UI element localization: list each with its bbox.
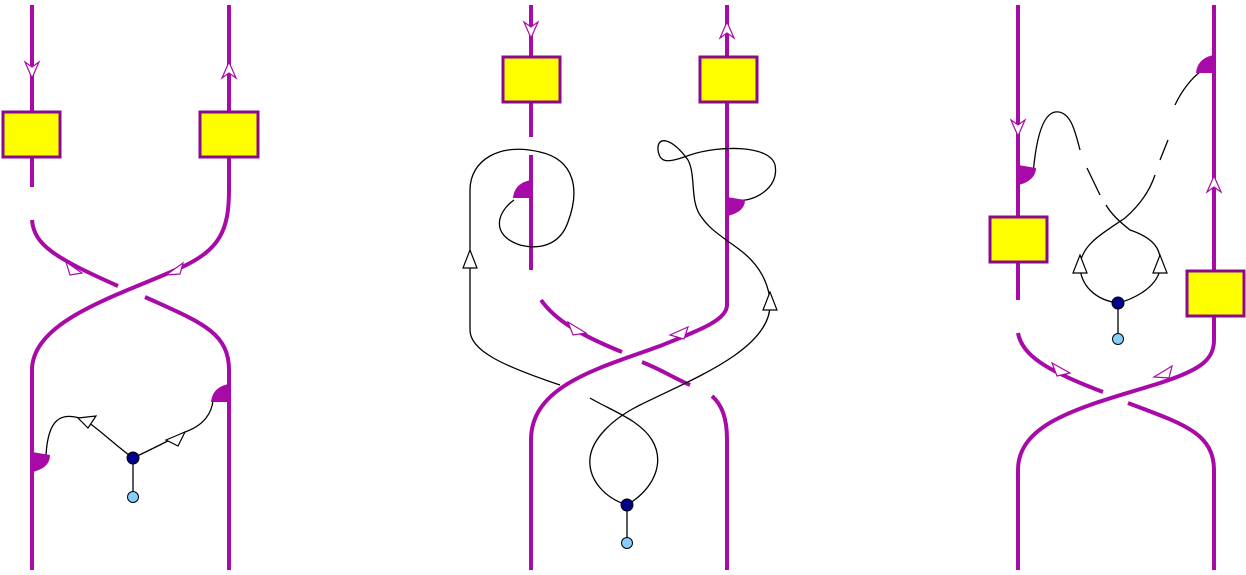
left-box-left (1, 110, 62, 159)
right-node (1111, 296, 1125, 310)
right-string-seg-2 (1105, 204, 1162, 304)
left-arrow-down-icon (23, 60, 41, 80)
left-node (126, 451, 140, 465)
left-arrow-cross-b-icon (163, 261, 185, 276)
mid-string-arrow-left-icon (462, 248, 478, 269)
left-string-right (132, 399, 214, 459)
right-string-seg-1 (1086, 167, 1101, 196)
mid-unit (621, 537, 633, 549)
left-string-arrow-b-icon (164, 430, 187, 447)
left-crossing-under-a (30, 219, 119, 288)
right-arrow-cross-a-icon (1050, 361, 1072, 377)
right-attach-left (1018, 165, 1036, 185)
right-string-left-arc (1032, 111, 1081, 176)
mid-box-left (501, 55, 562, 104)
right-string-seg-5 (1174, 71, 1201, 106)
left-crossing-over (30, 189, 231, 570)
mid-crossing-under-a (539, 298, 623, 354)
mid-attach-right (727, 197, 745, 216)
mid-string-loop-right (657, 140, 777, 306)
right-string-arrow-left-icon (1072, 253, 1088, 274)
right-box-left (988, 215, 1049, 264)
left-attach-right (211, 384, 229, 402)
right-string-seg-3 (1079, 174, 1156, 304)
left-arrow-up-icon (220, 60, 238, 80)
right-arrow-up-icon (1205, 174, 1223, 194)
left-panel (1, 5, 260, 570)
right-panel (988, 5, 1246, 570)
mid-string-arrow-right-icon (762, 290, 778, 311)
mid-string-loop-left-tail (589, 304, 771, 506)
mid-string-loop-left (469, 148, 575, 386)
left-unit (127, 491, 139, 503)
mid-attach-left (513, 180, 531, 198)
mid-arrow-up-icon (718, 20, 736, 40)
mid-crossing-under-c (710, 394, 729, 570)
right-crossing-under-a (1016, 332, 1104, 394)
mid-node (620, 498, 634, 512)
right-arrow-down-icon (1009, 118, 1027, 138)
mid-arrow-cross-b-icon (668, 325, 689, 340)
mid-arrow-down-icon (522, 20, 540, 40)
left-box-right (198, 110, 260, 159)
right-box-right (1185, 269, 1246, 318)
right-crossing-over (1016, 339, 1216, 570)
left-arrow-cross-a-icon (64, 260, 84, 276)
middle-panel (462, 5, 778, 570)
right-crossing-under-b (1127, 401, 1216, 570)
mid-arrow-cross-a-icon (566, 320, 588, 336)
right-arrow-cross-b-icon (1152, 364, 1173, 379)
left-crossing-under-b (144, 295, 231, 570)
right-string-arrow-right-icon (1152, 253, 1168, 274)
mid-crossing-under-b (641, 360, 691, 387)
mid-crossing-over (529, 304, 729, 570)
left-string-arrow-a-icon (76, 415, 98, 429)
left-attach-left (32, 452, 50, 472)
right-string-seg-4 (1159, 139, 1169, 161)
mid-box-right (698, 55, 759, 104)
right-unit (1112, 333, 1124, 345)
right-attach-right (1196, 55, 1214, 73)
